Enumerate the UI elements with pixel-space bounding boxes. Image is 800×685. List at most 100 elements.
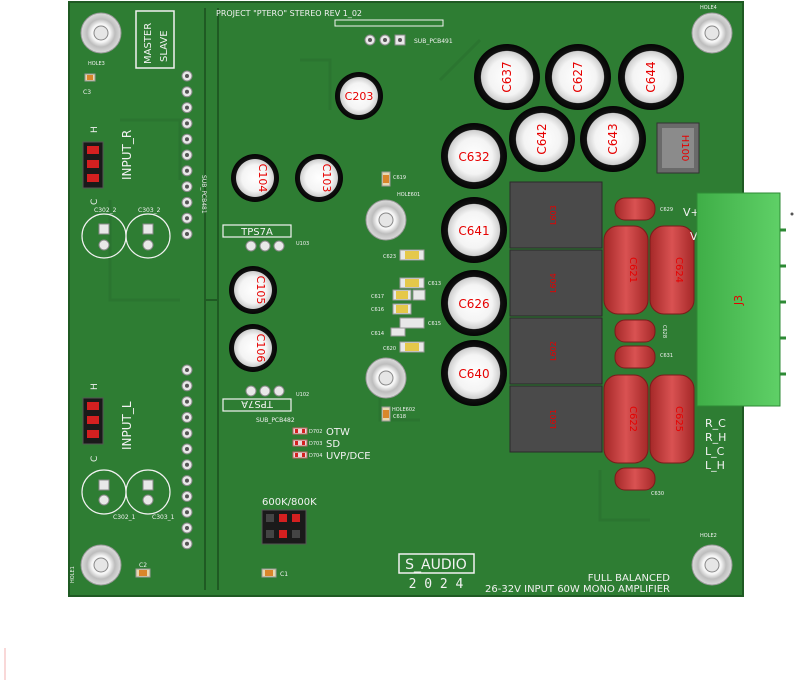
smd-c617: [392, 289, 412, 301]
choke-l604: [509, 249, 603, 317]
header-sub-pcb482: [181, 364, 193, 550]
c104-label: C104: [256, 164, 269, 193]
master-label: MASTER: [143, 23, 154, 64]
cap-c627: [545, 44, 611, 110]
header-pin-hole: [185, 510, 189, 515]
master-slave-box: [135, 10, 175, 69]
mounting-hole-602: [365, 357, 407, 399]
board-dividers: [204, 8, 219, 590]
cap-c631: [614, 345, 656, 369]
c621-label: C621: [627, 257, 638, 283]
header-pin-hole: [185, 447, 189, 451]
tps7a-bottom-label: TPS7A: [241, 398, 274, 409]
vminus-label: V-: [690, 230, 701, 243]
cap-c303-2: [125, 213, 171, 259]
led-d703: [292, 439, 308, 447]
hole602-label: HOLE602: [392, 407, 415, 413]
header-pin-hole: [185, 541, 189, 546]
sub-pcb491-label: SUB_PCB491: [414, 38, 453, 45]
c618-label: C618: [393, 414, 406, 420]
smd-c615: [399, 317, 425, 329]
mounting-hole-2: [691, 544, 733, 586]
vplus-label: V+: [683, 206, 700, 219]
smd-c614: [390, 327, 406, 337]
cap-c641: [441, 197, 507, 263]
smd-c613: [399, 277, 425, 289]
c622-label: C622: [627, 406, 638, 432]
c620-label: C620: [383, 346, 396, 352]
input-l-label: INPUT_L: [120, 401, 134, 450]
film-cap-c622: [603, 374, 649, 464]
input-l-jumper: [82, 397, 104, 445]
smd-c618: [381, 406, 391, 422]
cap-c628: [614, 319, 656, 343]
c619-label: C619: [393, 175, 406, 181]
c624-label: C624: [673, 257, 684, 283]
sd-label: SD: [326, 439, 340, 450]
header-pin-hole: [185, 74, 189, 78]
mounting-hole-3: [80, 544, 122, 586]
c1-label: C1: [280, 571, 288, 578]
cap-c203: [335, 72, 383, 120]
c617-label: C617: [371, 294, 384, 300]
header-pin-hole: [185, 526, 189, 530]
footer-line2: 26-32V INPUT 60W MONO AMPLIFIER: [485, 584, 670, 595]
footer-line1: FULL BALANCED: [588, 573, 671, 584]
l604-label: L604: [549, 273, 558, 293]
header-pin-hole: [185, 494, 189, 499]
smd-c619: [381, 171, 391, 187]
c642-label: C642: [535, 123, 549, 154]
header-pin-hole: [185, 137, 189, 142]
cap-c632: [441, 123, 507, 189]
tps7a-bottom-box: [222, 398, 292, 412]
l-h-label: L_H: [705, 459, 725, 472]
tps7a-top-label: TPS7A: [240, 227, 273, 238]
c625-label: C625: [673, 406, 684, 432]
brand-label: S_AUDIO: [405, 557, 467, 573]
c3-label: C3: [83, 89, 91, 96]
cap-c642: [509, 106, 575, 172]
header-sub-pcb491: [364, 34, 406, 46]
input-r-label: INPUT_R: [120, 130, 134, 180]
c105-label: C105: [254, 276, 267, 305]
header-pin-hole: [185, 383, 189, 388]
tps7a-bottom-pins: [245, 385, 285, 397]
header-pin-hole: [185, 368, 189, 372]
c631-label: C631: [660, 353, 673, 359]
d704-label: D704: [309, 453, 322, 459]
l1-label: H100: [679, 135, 690, 162]
c303-1-label: C303_1: [152, 514, 175, 521]
header-pin-hole: [185, 232, 189, 236]
r-h-label: R_H: [705, 431, 726, 444]
choke-l602: [509, 317, 603, 385]
c-label-top: C: [90, 199, 100, 205]
cap-c303-1: [125, 469, 171, 515]
mounting-hole-1: [80, 12, 122, 54]
header-pin-hole: [185, 216, 189, 221]
c628-label: C628: [661, 325, 667, 338]
header-pin-hole: [185, 399, 189, 404]
c615-label: C615: [428, 321, 441, 327]
header-pin-hole: [185, 153, 189, 157]
header-pin-hole: [185, 415, 189, 420]
tps7a-top-pins: [245, 240, 285, 252]
c641-label: C641: [458, 224, 489, 238]
project-title: PROJECT "PTERO" STEREO REV 1_02: [216, 9, 362, 18]
cap-c103: [295, 154, 343, 202]
c629-label: C629: [660, 207, 673, 213]
hole3-label: HOLE3: [88, 61, 105, 67]
c-label-bottom: C: [90, 456, 100, 462]
cap-c106: [229, 324, 277, 372]
sub-pcb481-label: SUB_PCB481: [200, 175, 207, 214]
smd-c612: [412, 289, 426, 301]
c613-label: C613: [428, 281, 441, 287]
header-pin-hole: [185, 89, 189, 94]
c302-2-label: C302_2: [94, 207, 117, 214]
header-pin-hole: [185, 431, 189, 436]
c627-label: C627: [571, 61, 585, 92]
film-cap-c624: [649, 225, 695, 315]
choke-l603: [509, 181, 603, 249]
smd-c616: [392, 303, 412, 315]
l603-label: L603: [549, 205, 558, 225]
slave-label: SLAVE: [159, 30, 170, 62]
